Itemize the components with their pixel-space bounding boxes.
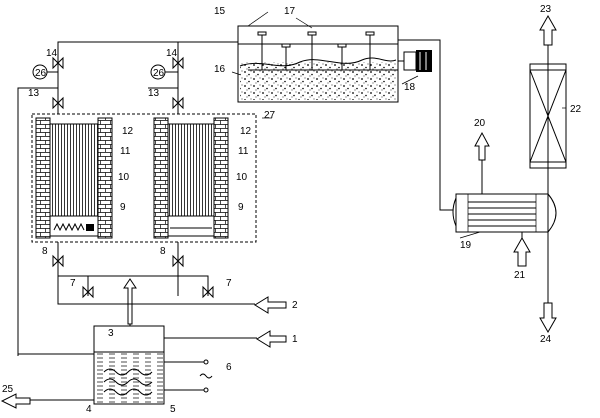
component-labels: 1 2 3 4 5 6 7 7 8 8 9 9 10 10 11 11 12 1… [2,4,582,415]
label-7a: 7 [70,278,76,289]
label-2: 2 [292,300,298,311]
valve-13-left [52,96,64,110]
feed-tank [30,324,257,405]
condenser [452,192,557,234]
valve-14-right [172,56,184,70]
label-13b: 13 [148,88,160,99]
reactor-right [153,117,229,239]
label-3: 3 [108,328,114,339]
label-24: 24 [540,334,552,345]
inlet-arrow-21 [513,236,531,267]
stream-arrows [0,14,557,409]
valve-7-right [202,285,214,299]
reactor-left [35,117,113,239]
outlet-arrow-24 [539,302,557,334]
label-11a: 11 [120,146,131,157]
label-22: 22 [570,104,582,115]
reactor-enclosure [31,113,257,243]
label-23: 23 [540,4,552,15]
label-9b: 9 [238,202,244,213]
inlet-arrow-1 [256,330,287,348]
label-9a: 9 [120,202,126,213]
outlet-arrow-20 [474,131,490,161]
label-16: 16 [214,64,226,75]
label-5: 5 [170,404,176,415]
label-8b: 8 [160,246,166,257]
valve-7-left [82,285,94,299]
settling-tank [237,25,432,103]
valve-13-right [172,96,184,110]
instruments [32,56,214,299]
label-18: 18 [404,82,416,93]
label-27: 27 [264,110,276,121]
label-25: 25 [2,384,14,395]
valve-8-right [172,254,184,268]
label-11b: 11 [238,146,249,157]
label-6: 6 [226,362,232,373]
label-26b: 26 [153,68,165,79]
label-12b: 12 [240,126,252,137]
label-10a: 10 [118,172,130,183]
label-21: 21 [514,270,526,281]
outlet-arrow-25 [0,393,31,409]
label-15: 15 [214,6,226,17]
label-7b: 7 [226,278,232,289]
label-10b: 10 [236,172,248,183]
label-20: 20 [474,118,486,129]
label-19: 19 [460,240,472,251]
outlet-arrow-23 [539,14,557,46]
label-13a: 13 [28,88,40,99]
manifold-arrow [123,278,137,325]
adsorption-column [529,45,567,194]
label-8a: 8 [42,246,48,257]
stirrer-paddles [257,31,375,70]
label-1: 1 [292,334,298,345]
label-26a: 26 [35,68,47,79]
label-12a: 12 [122,126,134,137]
valve-14-left [52,56,64,70]
valve-8-left [52,254,64,268]
motor [398,50,432,72]
label-4: 4 [86,404,92,415]
label-17: 17 [284,6,296,17]
label-14b: 14 [166,48,178,59]
inlet-arrow-2 [254,296,287,314]
label-14a: 14 [46,48,58,59]
